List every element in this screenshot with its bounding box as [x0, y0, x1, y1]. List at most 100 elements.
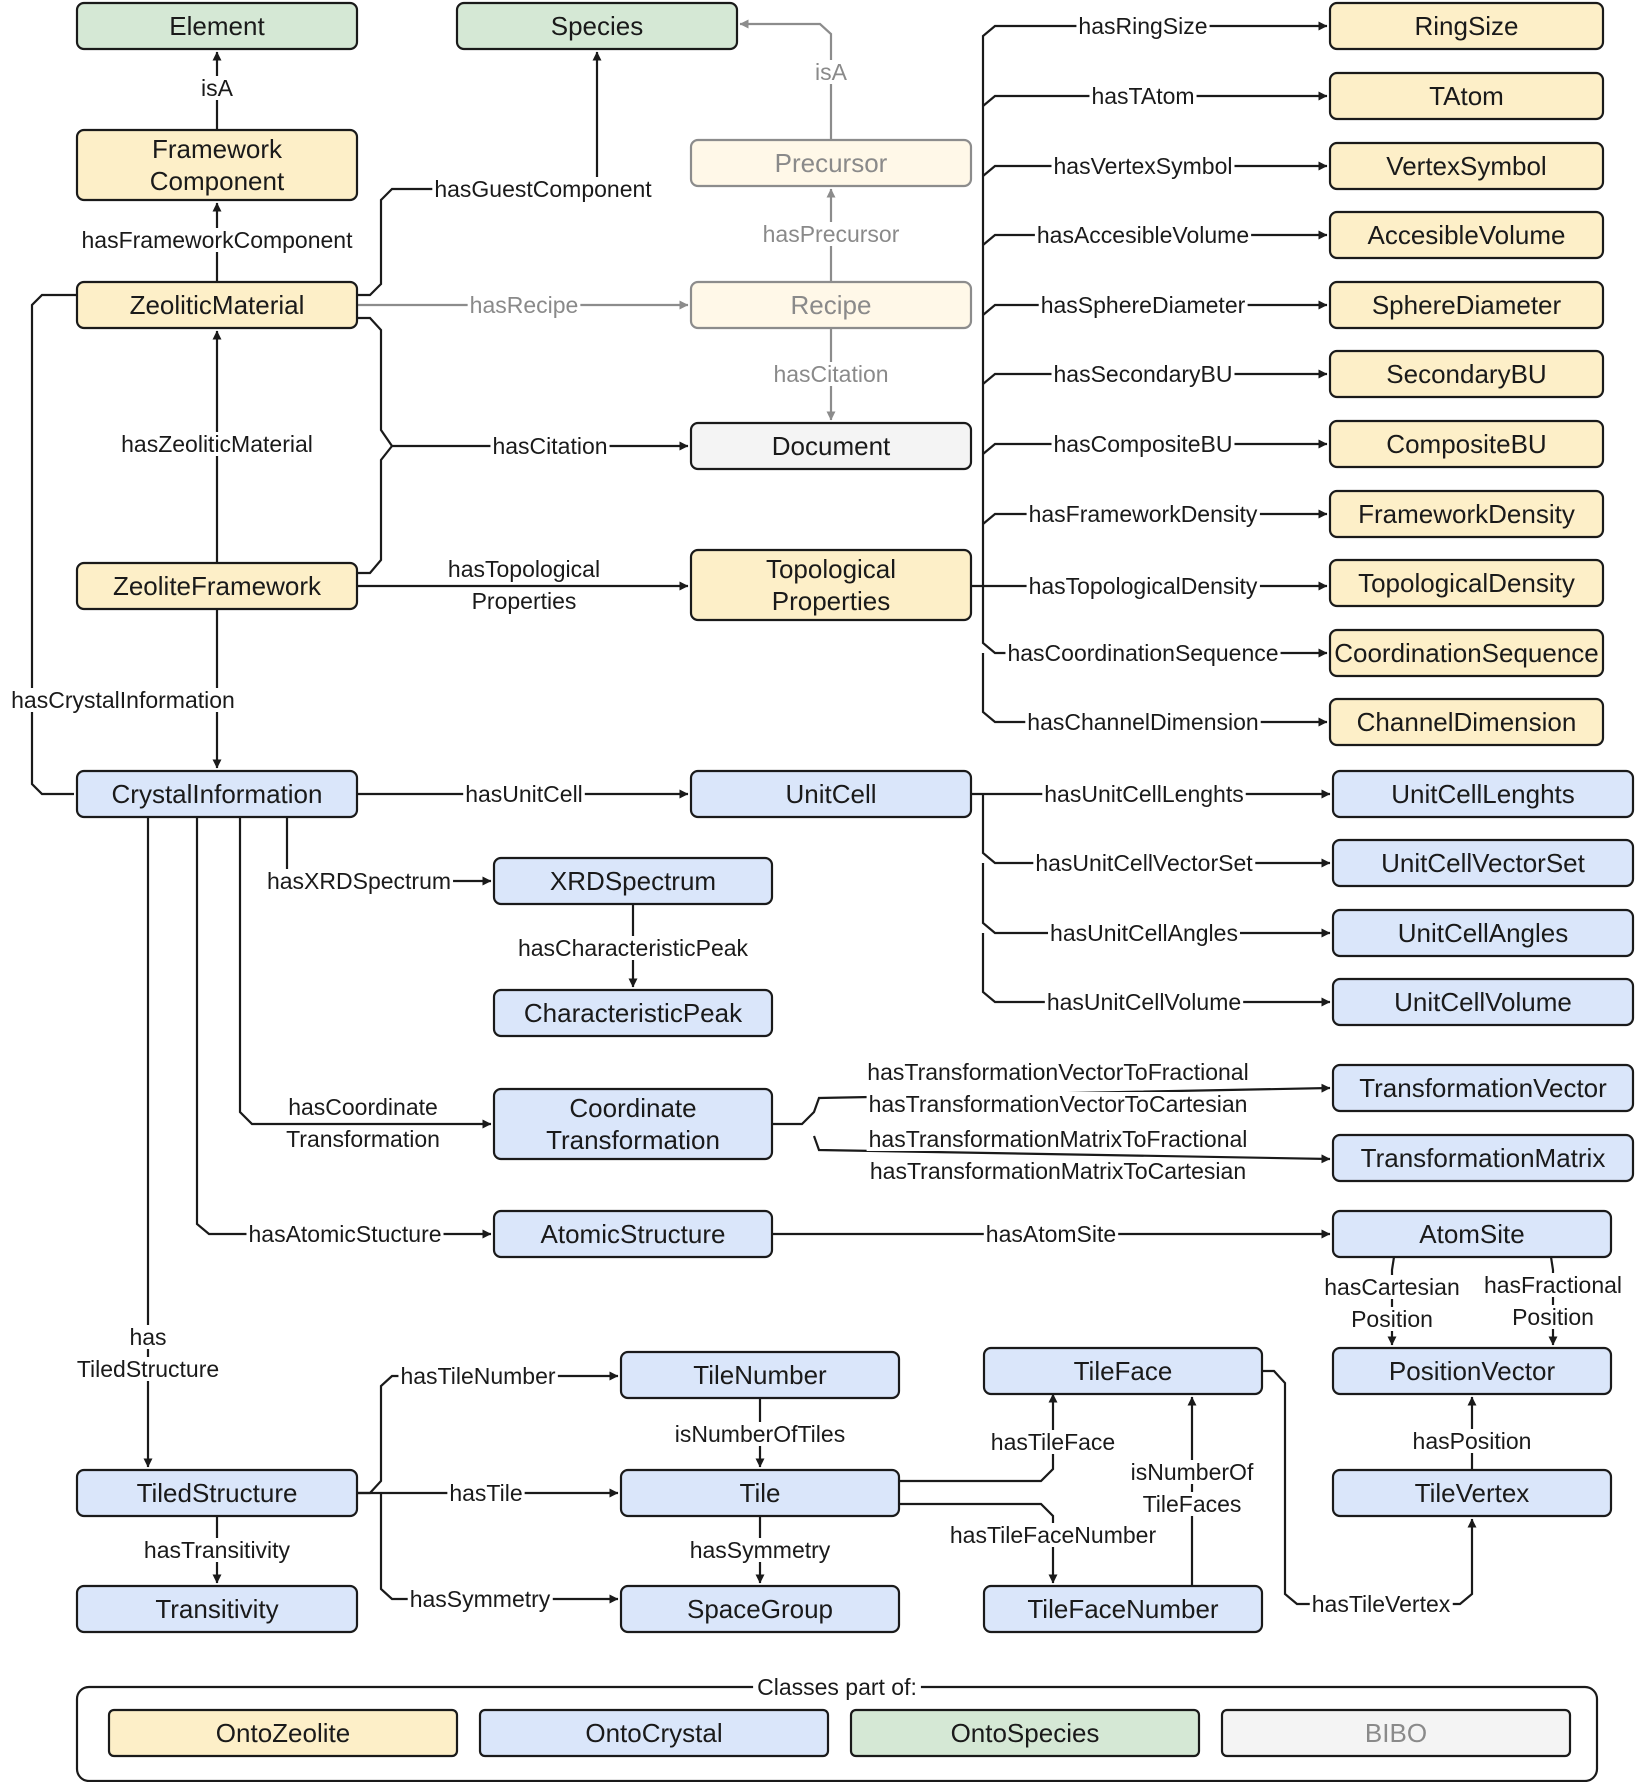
- edge-label-background: [467, 293, 581, 317]
- node-accesible-volume: AccesibleVolume: [1328, 210, 1605, 260]
- edge-zeolite-framework-to-crystal-information: [30, 293, 222, 796]
- edge-label-background: [1038, 293, 1248, 317]
- edge-label-background: [432, 177, 655, 201]
- edge-label: hasTileFaceNumber: [950, 1522, 1157, 1548]
- node-label: VertexSymbol: [1386, 151, 1546, 181]
- edge-label-background: [1042, 782, 1246, 806]
- edge-label: hasTransformationVectorToCartesian: [869, 1091, 1248, 1117]
- legend-swatch: [1220, 1708, 1572, 1758]
- node-box: [619, 1468, 901, 1518]
- node-tile-face: TileFace: [982, 1346, 1264, 1396]
- node-label: TileNumber: [693, 1360, 827, 1390]
- edge-label-background: [9, 688, 237, 712]
- node-label: AtomSite: [1419, 1219, 1525, 1249]
- node-composite-bu: CompositeBU: [1328, 419, 1605, 469]
- edge-crystal-information-to-coordinate-transformation-line: [238, 817, 492, 1129]
- node-zeolitic-material: ZeoliticMaterial: [75, 280, 359, 330]
- node-box: [75, 561, 359, 611]
- edge-label: hasFrameworkDensity: [1029, 501, 1258, 527]
- edge-tile-to-tile-face-number: [899, 1502, 1058, 1584]
- node-label: UnitCellLenghts: [1391, 779, 1575, 809]
- edge-coordinate-transformation-to-transformation-matrix-line: [812, 1135, 1331, 1164]
- node-label: Framework: [152, 134, 283, 164]
- edge-zeolitic-material-to-species-line: [357, 51, 602, 297]
- edge-label: hasVertexSymbol: [1054, 153, 1233, 179]
- edge-label: hasTopological: [448, 556, 600, 582]
- node-box: [619, 1350, 901, 1400]
- node-box: [1328, 280, 1605, 330]
- node-box: [1328, 349, 1605, 399]
- edge-tiled-structure-to-space-group: [379, 1493, 619, 1604]
- node-element: Element: [75, 1, 359, 51]
- node-secondary-bu: SecondaryBU: [1328, 349, 1605, 399]
- node-transitivity: Transitivity: [75, 1584, 359, 1634]
- node-box: [75, 1584, 359, 1634]
- edge-label: hasTAtom: [1091, 83, 1194, 109]
- edge-label: hasSymmetry: [690, 1537, 831, 1563]
- edge-label-background: [469, 589, 579, 613]
- node-label: SpaceGroup: [687, 1594, 833, 1624]
- edge-label-background: [1410, 1429, 1534, 1453]
- edge-label: hasXRDSpectrum: [267, 868, 451, 894]
- node-t-atom: TAtom: [1328, 71, 1605, 121]
- node-box: [75, 128, 359, 202]
- node-label: TileVertex: [1415, 1478, 1530, 1508]
- node-label: AccesibleVolume: [1368, 220, 1566, 250]
- edge-tiled-structure-to-tile-number: [357, 1371, 619, 1495]
- edge-label-background: [947, 1523, 1159, 1547]
- node-box: [689, 769, 973, 819]
- node-box: [1331, 838, 1635, 888]
- node-position-vector: PositionVector: [1331, 1346, 1613, 1396]
- edge-label: hasTransformationVectorToFractional: [867, 1059, 1248, 1085]
- edge-label-background: [1510, 1305, 1596, 1329]
- edge-label: hasCartesian: [1324, 1274, 1460, 1300]
- node-label: TAtom: [1429, 81, 1504, 111]
- node-transformation-matrix: TransformationMatrix: [1331, 1133, 1635, 1183]
- legend-item-ontospecies: OntoSpecies: [849, 1708, 1201, 1758]
- edge-zeolitic-material-to-document-branch: [357, 445, 393, 575]
- edge-coordinate-transformation-to-transformation-matrix: [812, 1135, 1331, 1164]
- edge-label-background: [866, 1092, 1250, 1116]
- edge-label-background: [1051, 362, 1235, 386]
- edge-label-background: [1005, 641, 1281, 665]
- edge-label: hasTileVertex: [1312, 1591, 1451, 1617]
- node-unit-cell-volume: UnitCellVolume: [1331, 977, 1635, 1027]
- edge-label: hasUnitCellVolume: [1047, 989, 1241, 1015]
- edge-label: hasCrystalInformation: [11, 687, 235, 713]
- node-label: Transformation: [546, 1125, 720, 1155]
- edge-label-background: [74, 1357, 222, 1381]
- edge-label-background: [515, 936, 751, 960]
- edge-label: hasUnitCellAngles: [1050, 920, 1238, 946]
- node-box: [1331, 1468, 1613, 1518]
- legend-label: OntoCrystal: [585, 1718, 722, 1748]
- edge-topological-properties-to-t-atom: [982, 91, 1328, 107]
- edge-label-background: [246, 1222, 444, 1246]
- legend-label: BIBO: [1365, 1718, 1427, 1748]
- edge-label: hasCoordinationSequence: [1007, 640, 1278, 666]
- edge-label: hasTopologicalDensity: [1029, 573, 1258, 599]
- edge-label-background: [813, 60, 850, 84]
- edge-label: hasUnitCellVectorSet: [1035, 850, 1253, 876]
- node-label: UnitCellAngles: [1398, 918, 1569, 948]
- legend-label: OntoSpecies: [951, 1718, 1100, 1748]
- node-box: [75, 1468, 359, 1518]
- edge-atom-site-to-position-vector-line: [1548, 1256, 1558, 1346]
- node-label: TiledStructure: [137, 1478, 298, 1508]
- edge-label: hasTile: [449, 1480, 522, 1506]
- edge-label-background: [867, 1159, 1249, 1183]
- node-box: [689, 421, 973, 471]
- edge-label: Properties: [472, 588, 577, 614]
- edge-label-background: [127, 1325, 169, 1349]
- edge-zeolite-framework-to-crystal-information-branch: [30, 293, 77, 796]
- edge-label-background: [463, 782, 585, 806]
- edge-label: hasUnitCell: [465, 781, 583, 807]
- node-tile-vertex: TileVertex: [1331, 1468, 1613, 1518]
- edge-label: hasFrameworkComponent: [81, 227, 353, 253]
- node-sphere-diameter: SphereDiameter: [1328, 280, 1605, 330]
- legend-title-background: [753, 1674, 921, 1700]
- node-transformation-vector: TransformationVector: [1331, 1063, 1635, 1113]
